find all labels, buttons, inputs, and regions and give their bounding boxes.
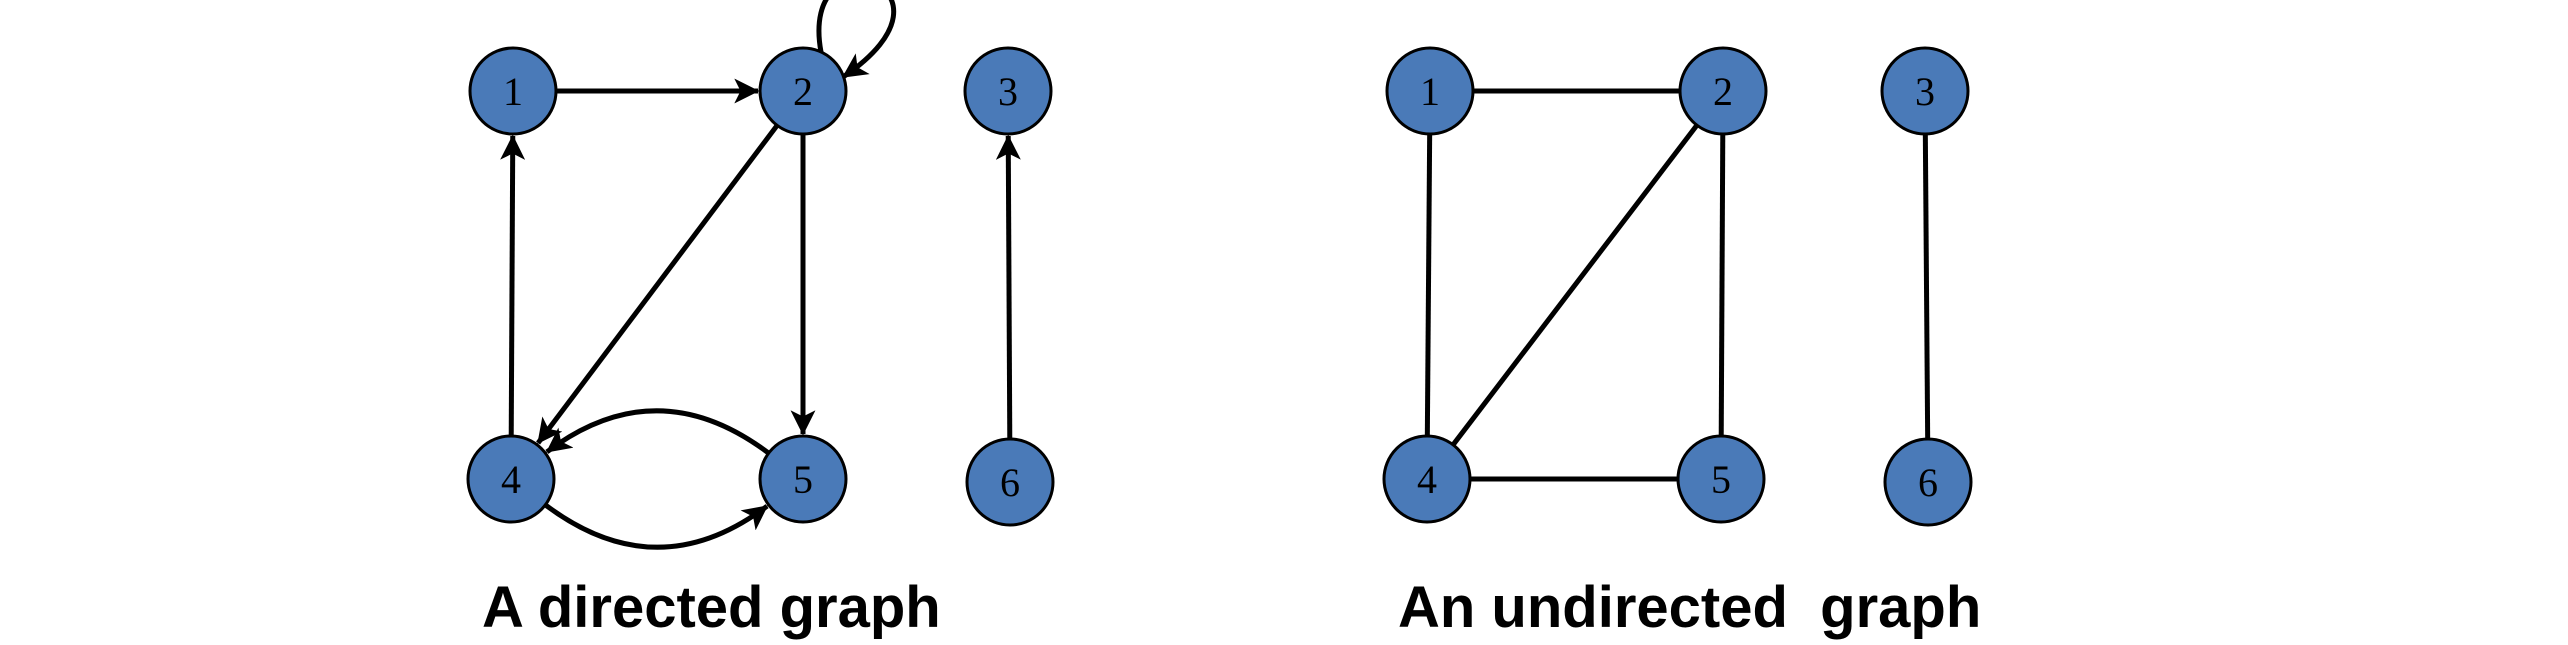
directed-edge-4-1 (500, 134, 526, 437)
directed-edge-4-5 (543, 502, 769, 550)
directed-graph-nodes: 1 2 3 4 5 6 (466, 46, 1055, 527)
directed-node-4: 4 (466, 434, 556, 524)
directed-edge-6-3 (995, 134, 1021, 440)
directed-node-6-label: 6 (1000, 460, 1020, 505)
directed-node-5-circle (758, 434, 848, 524)
directed-node-3-label: 3 (998, 69, 1018, 114)
directed-node-3: 3 (963, 46, 1053, 136)
undirected-node-4: 4 (1382, 434, 1472, 524)
undirected-node-1: 1 (1385, 46, 1475, 136)
directed-node-2-label: 2 (793, 69, 813, 114)
directed-node-4-label: 4 (501, 457, 521, 502)
directed-node-6: 6 (965, 437, 1055, 527)
undirected-node-2-circle (1678, 46, 1768, 136)
directed-node-2-circle (758, 46, 848, 136)
directed-graph: 1 2 3 4 5 6 (466, 0, 1055, 550)
undirected-graph: 1 2 3 4 5 6 (1382, 46, 1973, 527)
directed-node-1-label: 1 (503, 69, 523, 114)
undirected-edge-2-5 (1718, 133, 1726, 437)
directed-edge-2-4 (536, 123, 780, 445)
undirected-edge-2-4 (1451, 123, 1699, 447)
undirected-node-1-circle (1385, 46, 1475, 136)
directed-edge-5-4 (545, 408, 771, 456)
directed-node-2: 2 (758, 46, 848, 136)
undirected-graph-caption: An undirected graph (1398, 575, 1981, 640)
undirected-node-5-circle (1676, 434, 1766, 524)
undirected-graph-nodes: 1 2 3 4 5 6 (1382, 46, 1973, 527)
directed-node-3-circle (963, 46, 1053, 136)
directed-node-6-circle (965, 437, 1055, 527)
undirected-node-4-label: 4 (1417, 457, 1437, 502)
directed-node-1-circle (468, 46, 558, 136)
directed-node-4-circle (466, 434, 556, 524)
undirected-edge-1-4 (1424, 133, 1433, 437)
undirected-node-4-circle (1382, 434, 1472, 524)
directed-edge-2-2 (816, 0, 897, 80)
directed-node-5-label: 5 (793, 457, 813, 502)
undirected-node-5: 5 (1676, 434, 1766, 524)
undirected-node-2-label: 2 (1713, 69, 1733, 114)
directed-graph-edges (500, 0, 1021, 550)
undirected-node-6-label: 6 (1918, 460, 1938, 505)
undirected-node-3-circle (1880, 46, 1970, 136)
directed-node-5: 5 (758, 434, 848, 524)
undirected-node-3-label: 3 (1915, 69, 1935, 114)
undirected-node-5-label: 5 (1711, 457, 1731, 502)
undirected-graph-edges (1424, 88, 1931, 482)
undirected-edge-3-6 (1922, 133, 1931, 440)
undirected-node-6: 6 (1883, 437, 1973, 527)
directed-graph-caption: A directed graph (482, 575, 941, 640)
directed-node-1: 1 (468, 46, 558, 136)
undirected-node-2: 2 (1678, 46, 1768, 136)
undirected-node-3: 3 (1880, 46, 1970, 136)
undirected-node-6-circle (1883, 437, 1973, 527)
undirected-node-1-label: 1 (1420, 69, 1440, 114)
